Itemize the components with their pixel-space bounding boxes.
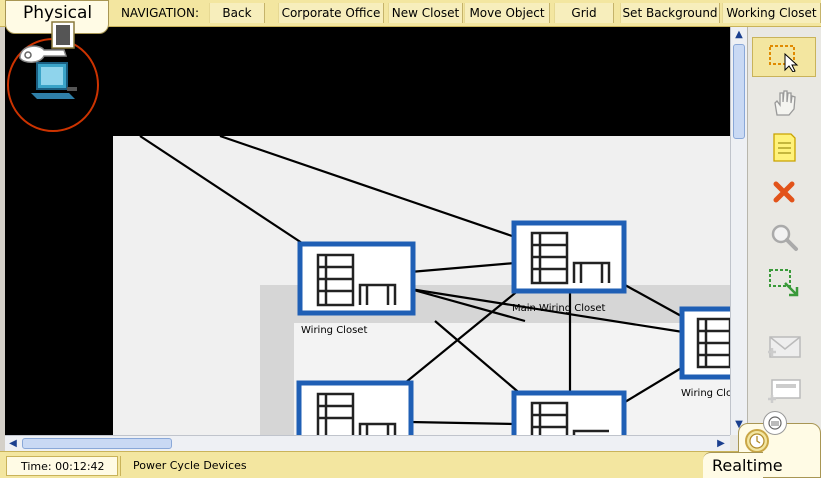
nav-grid-button[interactable]: Grid: [554, 3, 614, 23]
delete-icon: [773, 181, 795, 203]
horizontal-scrollbar[interactable]: ◀ ▶: [5, 435, 730, 451]
physical-mode-label: Physical: [23, 3, 93, 23]
delete-tool-button[interactable]: [752, 172, 816, 212]
realtime-mode-tab[interactable]: Realtime: [738, 411, 821, 478]
device-wiring-closet-bottom-center[interactable]: [511, 390, 627, 435]
realtime-tab-extension: [703, 452, 763, 478]
cabinet-key-icon: [19, 21, 75, 63]
add-complex-pdu-button[interactable]: [752, 372, 816, 412]
resize-shape-tool-button[interactable]: [752, 262, 816, 302]
realtime-label-overlay: Realtime: [712, 456, 783, 475]
simulation-time: Time: 00:12:42: [6, 456, 118, 476]
scroll-up-arrow-icon[interactable]: ▲: [735, 29, 743, 40]
scroll-right-arrow-icon[interactable]: ▶: [717, 438, 725, 449]
note-icon: [773, 133, 796, 162]
navigation-label: NAVIGATION:: [120, 6, 200, 20]
device-label: Wiring Closet: [301, 325, 367, 336]
nav-back-button[interactable]: Back: [209, 3, 265, 23]
add-simple-pdu-button[interactable]: [752, 327, 816, 367]
horizontal-scroll-thumb[interactable]: [22, 438, 172, 449]
status-bar: Time: 00:12:42 Power Cycle Devices: [0, 451, 821, 478]
power-cycle-devices-button[interactable]: Power Cycle Devices: [120, 456, 270, 476]
scroll-down-arrow-icon[interactable]: ▼: [735, 419, 743, 430]
device-wiring-closet-bottom-left[interactable]: [296, 380, 414, 435]
add-complex-pdu-icon: [768, 379, 801, 403]
vertical-scroll-thumb[interactable]: [733, 44, 745, 139]
top-toolbar: NAVIGATION: Back Corporate Office New Cl…: [0, 0, 821, 27]
nav-set-background-button[interactable]: Set Background: [620, 3, 720, 23]
resize-icon: [769, 269, 799, 297]
fast-forward-icon[interactable]: [763, 411, 787, 435]
vertical-scrollbar[interactable]: ▲ ▼: [730, 27, 747, 435]
device-wiring-closet[interactable]: Wiring Closet: [297, 241, 416, 336]
cable-connections: [139, 134, 684, 426]
device-main-wiring-closet[interactable]: Main Wiring Closet: [511, 220, 627, 314]
nav-working-closet-button[interactable]: Working Closet: [722, 3, 821, 23]
select-icon: [769, 45, 799, 72]
nav-corporate-office-button[interactable]: Corporate Office: [278, 3, 384, 23]
nav-new-closet-button[interactable]: New Closet: [388, 3, 463, 23]
place-note-tool-button[interactable]: [752, 127, 816, 167]
workspace-svg: Wiring Closet Main Wiring Closet: [5, 27, 730, 435]
physical-workspace-canvas[interactable]: Wiring Closet Main Wiring Closet: [5, 27, 730, 435]
navigation-panel-icon[interactable]: [10, 20, 80, 70]
inspect-icon: [771, 224, 798, 251]
move-hand-icon: [774, 90, 796, 116]
device-label: Main Wiring Closet: [512, 303, 605, 314]
device-wiring-closet-right[interactable]: Wiring Clos: [679, 306, 730, 399]
add-simple-pdu-icon: [768, 336, 801, 358]
scroll-left-arrow-icon[interactable]: ◀: [9, 438, 17, 449]
move-layout-tool-button[interactable]: [752, 82, 816, 122]
device-label: Wiring Clos: [681, 388, 730, 399]
nav-move-object-button[interactable]: Move Object: [464, 3, 550, 23]
select-tool-button[interactable]: [752, 37, 816, 77]
inspect-tool-button[interactable]: [752, 217, 816, 257]
tool-palette: [747, 27, 821, 435]
